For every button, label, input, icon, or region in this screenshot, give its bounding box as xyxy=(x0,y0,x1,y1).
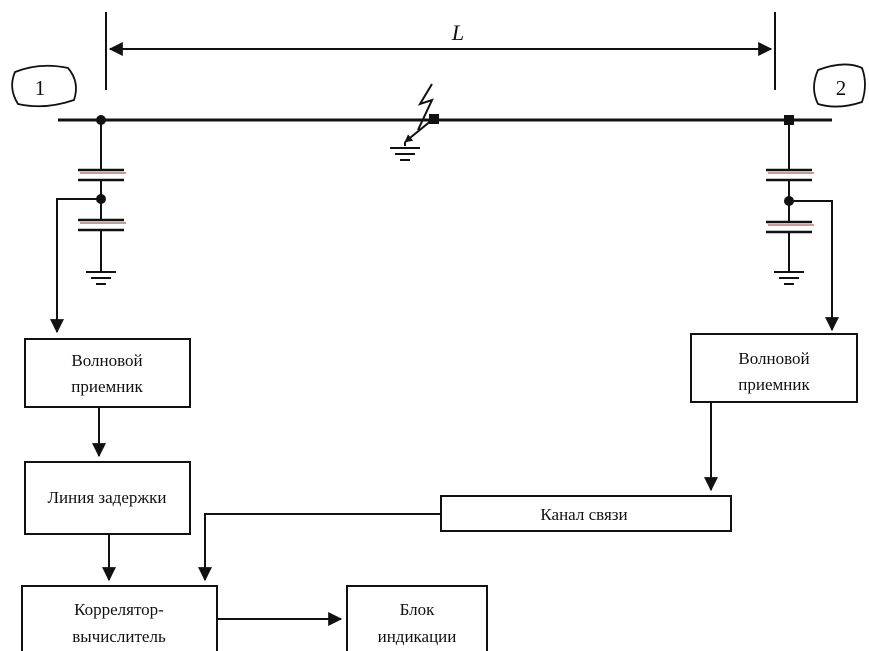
left-tap-arrow xyxy=(50,198,101,334)
wave-receiver-right-line2: приемник xyxy=(738,375,810,394)
correlator-calculator: Коррелятор- вычислитель xyxy=(21,585,218,651)
comm-channel-box xyxy=(440,495,732,532)
right-capacitive-divider xyxy=(766,120,839,332)
wave-receiver-right-line1: Волновой xyxy=(738,349,809,368)
wave-receiver-left-line1: Волновой xyxy=(71,351,142,370)
terminal-right: 2 xyxy=(813,63,866,108)
length-dimension: L xyxy=(105,12,776,90)
delay-line-label: Линия задержки xyxy=(48,488,167,507)
indicator-line2: индикации xyxy=(378,627,457,646)
delay-line: Линия задержки xyxy=(24,461,191,535)
right-tap-arrow xyxy=(789,200,839,332)
wave-receiver-right: Волновой приемник xyxy=(690,333,858,403)
comm-channel-label: Канал связи xyxy=(540,505,627,524)
indicator-line1: Блок xyxy=(400,600,436,619)
terminal-right-label: 2 xyxy=(836,76,847,100)
correlator-line2: вычислитель xyxy=(72,627,166,646)
lightning-icon xyxy=(417,83,434,131)
indicator-block: Блок индикации xyxy=(346,585,488,651)
wave-receiver-left-line2: приемник xyxy=(71,377,143,396)
length-label: L xyxy=(451,20,464,45)
comm-channel: Канал связи xyxy=(440,495,732,532)
terminal-left: 1 xyxy=(11,64,77,108)
correlator-box xyxy=(21,585,218,651)
wave-receiver-right-box xyxy=(690,333,858,403)
terminal-left-ellipse xyxy=(11,64,77,108)
fault-symbol xyxy=(390,83,439,161)
correlator-line1: Коррелятор- xyxy=(74,600,164,619)
fault-node xyxy=(429,114,439,124)
channel-to-correlator-arrow xyxy=(198,513,441,582)
fault-arrow xyxy=(404,119,433,143)
left-capacitive-divider xyxy=(50,120,126,334)
wave-receiver-left: Волновой приемник xyxy=(24,338,191,408)
terminal-left-label: 1 xyxy=(35,76,46,100)
wave-receiver-left-box xyxy=(24,338,191,408)
delay-line-box xyxy=(24,461,191,535)
indicator-box xyxy=(346,585,488,651)
terminal-right-ellipse xyxy=(813,63,866,108)
